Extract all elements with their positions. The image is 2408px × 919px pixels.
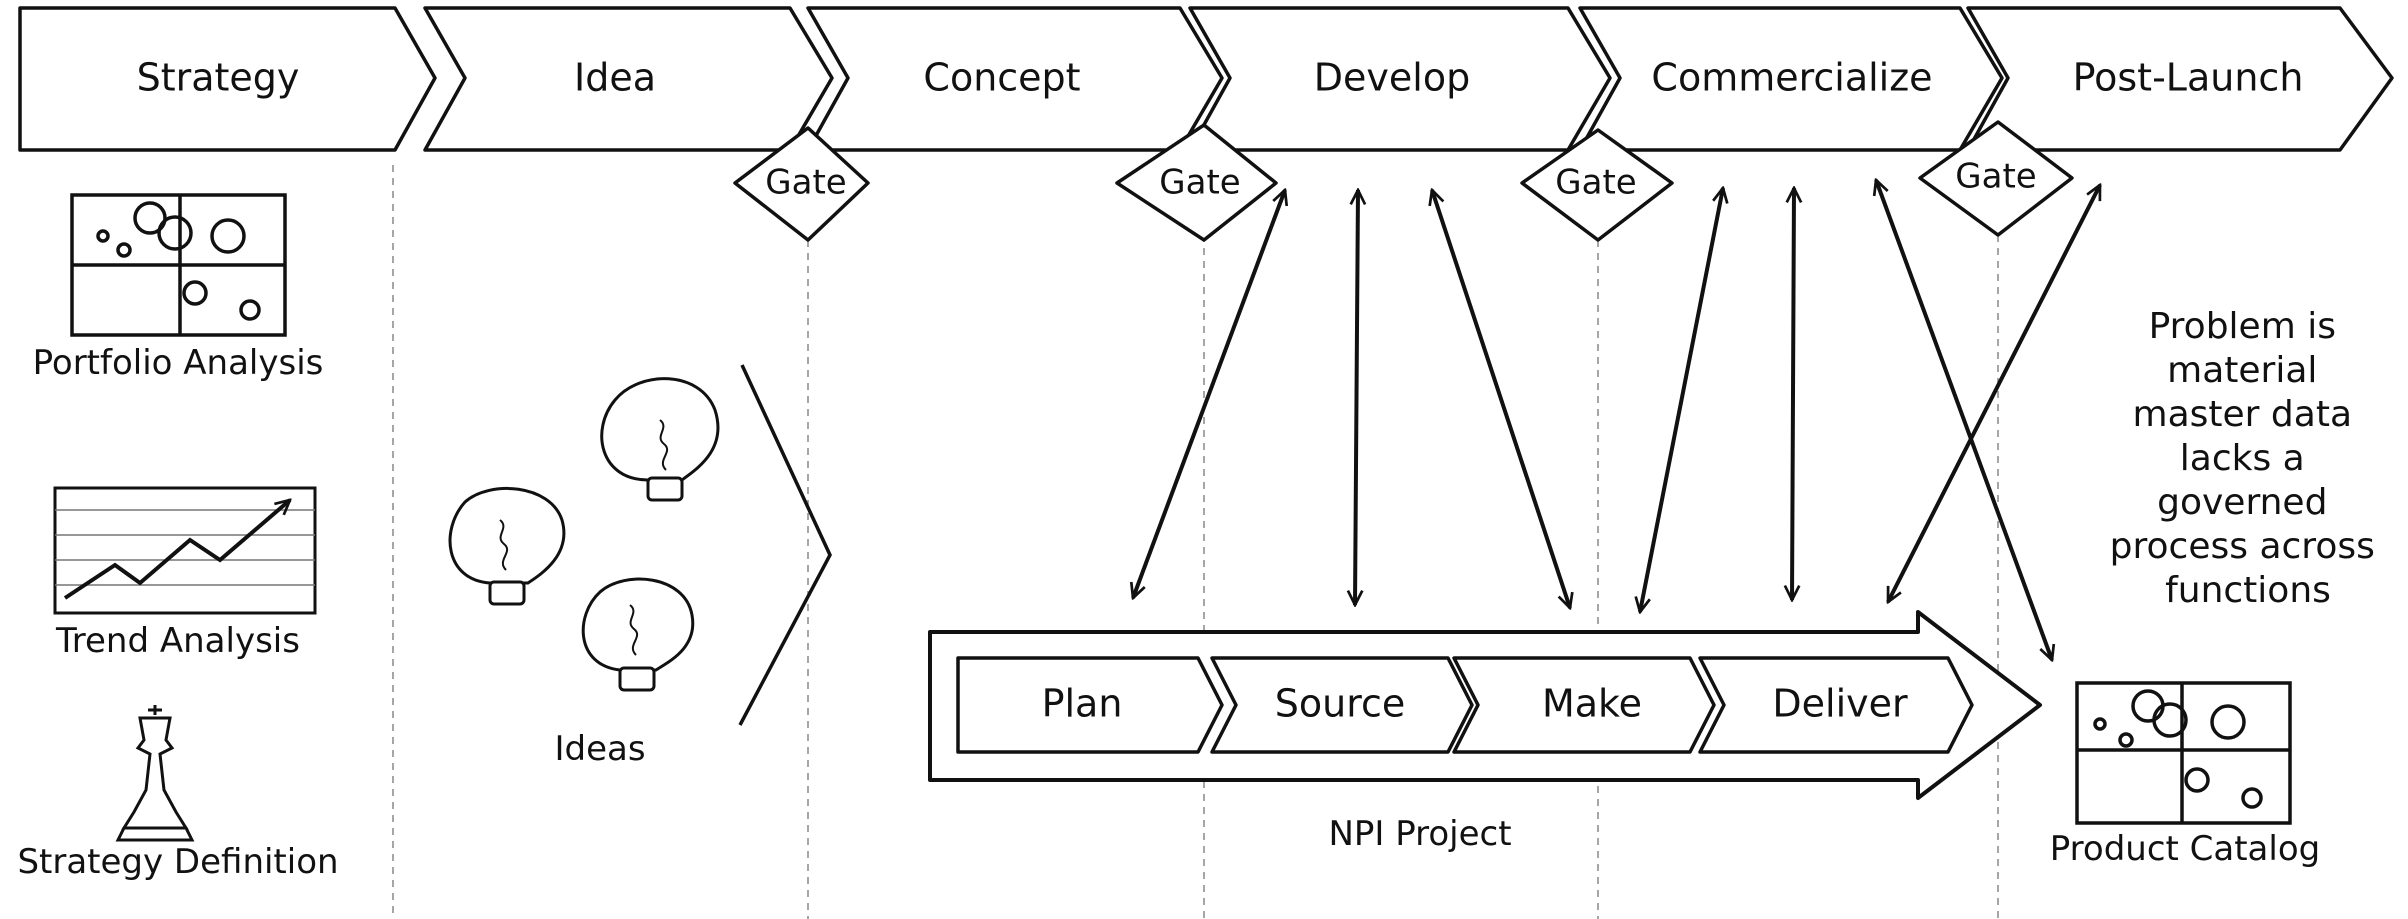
double-arrow bbox=[1886, 185, 2102, 602]
stage-label-idea: Idea bbox=[574, 56, 656, 100]
npi-project-label: NPI Project bbox=[1328, 814, 1511, 854]
trend-analysis-label: Trend Analysis bbox=[55, 621, 300, 661]
portfolio-matrix-icon bbox=[70, 193, 287, 337]
lightbulb-icon bbox=[600, 377, 720, 502]
strategy-definition-label: Strategy Definition bbox=[17, 842, 338, 882]
npi-step-deliver-label: Deliver bbox=[1772, 682, 1908, 726]
gate-diamond-3 bbox=[1520, 128, 1674, 242]
stage-label-post-launch: Post-Launch bbox=[2073, 56, 2304, 100]
ideas-funnel-chevron bbox=[738, 364, 832, 726]
chess-king-icon bbox=[115, 705, 195, 842]
lightbulb-icon bbox=[448, 486, 566, 606]
stage-label-strategy: Strategy bbox=[137, 56, 300, 100]
note-line: governed bbox=[2157, 482, 2327, 523]
double-arrow bbox=[1640, 188, 1723, 612]
npi-step-source-label: Source bbox=[1275, 682, 1406, 726]
stage-chevron-strategy bbox=[18, 6, 437, 152]
note-line: functions bbox=[2165, 570, 2331, 611]
problem-note: Problem is material master data lacks a … bbox=[2110, 306, 2387, 611]
gate-label-1: Gate bbox=[765, 163, 846, 203]
double-arrow bbox=[1133, 190, 1285, 598]
gate-label-3: Gate bbox=[1555, 163, 1636, 203]
npi-step-plan-label: Plan bbox=[1042, 682, 1123, 726]
gate-label-4: Gate bbox=[1955, 157, 2036, 197]
product-catalog-label: Product Catalog bbox=[2050, 829, 2320, 869]
note-line: master data bbox=[2133, 394, 2352, 435]
npi-step-make-label: Make bbox=[1542, 682, 1642, 726]
npi-step-source-chevron bbox=[1210, 656, 1474, 754]
gate-label-2: Gate bbox=[1159, 163, 1240, 203]
note-line: material bbox=[2167, 350, 2317, 391]
portfolio-analysis-label: Portfolio Analysis bbox=[33, 343, 324, 383]
stage-chevron-post-launch bbox=[1966, 6, 2394, 152]
gate-diamond-1 bbox=[733, 126, 870, 242]
note-line: process across bbox=[2110, 526, 2375, 567]
double-arrow bbox=[1355, 190, 1358, 605]
note-line: lacks a bbox=[2180, 438, 2305, 479]
column-guides bbox=[392, 165, 1999, 919]
lightbulb-icon bbox=[581, 577, 695, 692]
double-arrow bbox=[1876, 180, 2052, 660]
interaction-arrows bbox=[1133, 180, 2102, 660]
double-arrow bbox=[1792, 188, 1794, 600]
note-line: Problem is bbox=[2149, 306, 2336, 347]
product-catalog-matrix-icon bbox=[2075, 681, 2292, 825]
stage-label-commercialize: Commercialize bbox=[1651, 56, 1932, 100]
trend-chart-icon bbox=[53, 486, 317, 615]
stage-label-concept: Concept bbox=[923, 56, 1080, 100]
npi-step-plan-chevron bbox=[956, 656, 1224, 754]
ideas-label: Ideas bbox=[554, 729, 645, 769]
double-arrow bbox=[1432, 190, 1570, 608]
stage-label-develop: Develop bbox=[1314, 56, 1470, 100]
npi-step-make-chevron bbox=[1452, 656, 1716, 754]
